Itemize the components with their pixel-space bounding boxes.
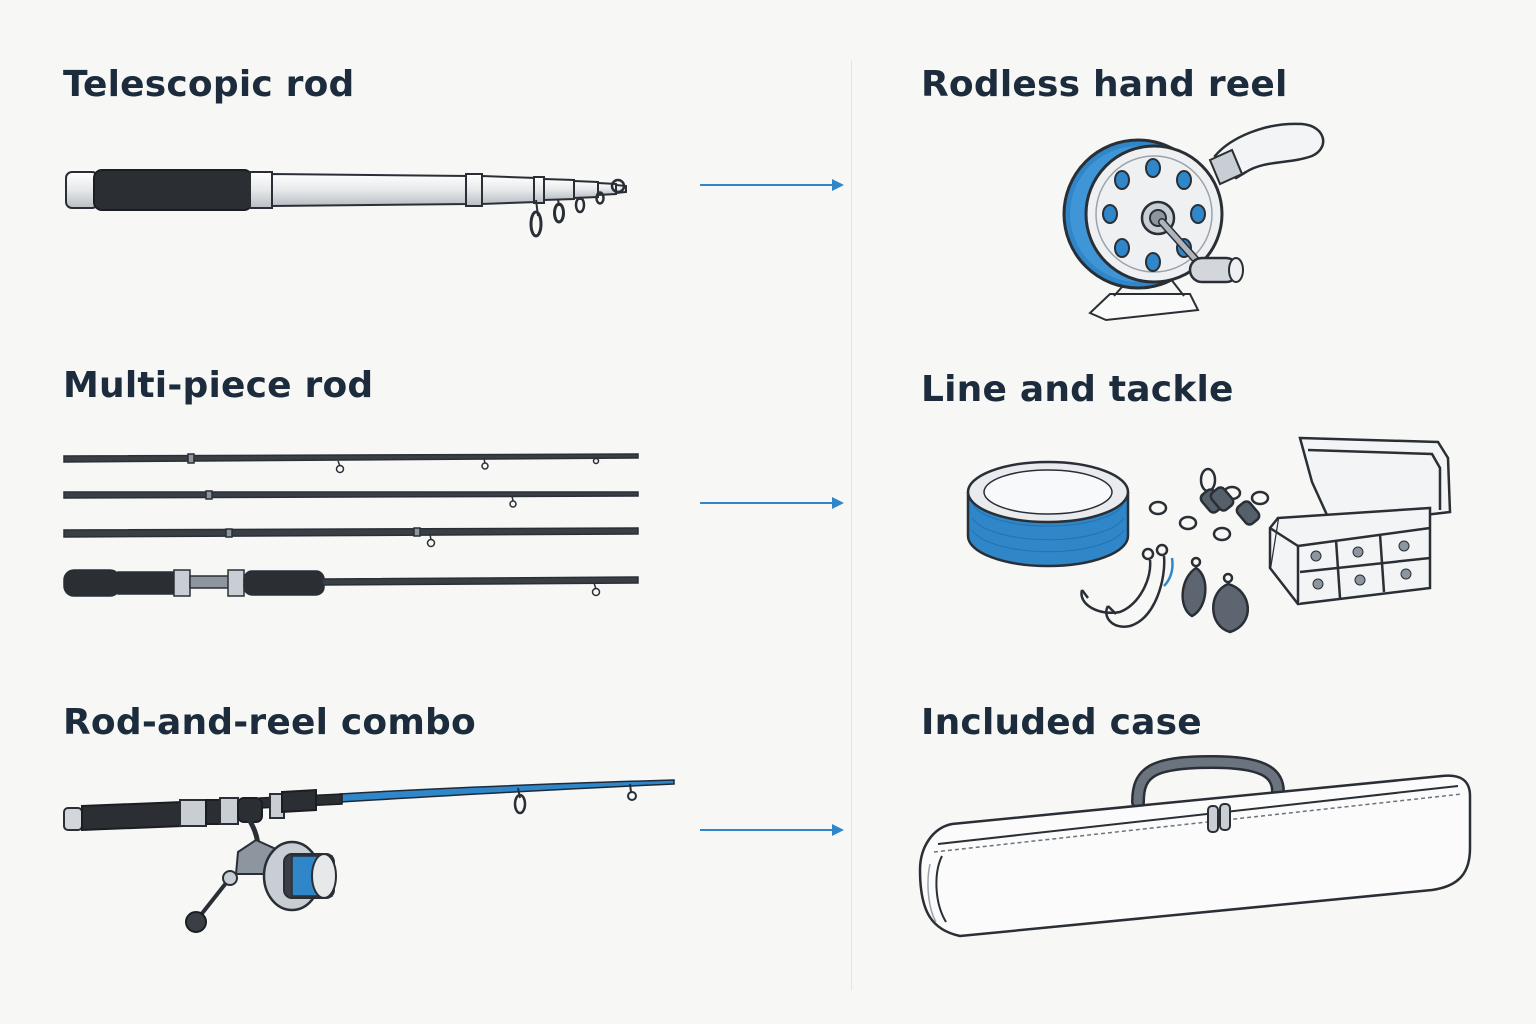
arrow-row-1: [700, 179, 844, 191]
line-and-tackle-icon: [966, 436, 1452, 634]
multi-piece-rod-icon: [63, 453, 639, 597]
telescopic-rod-icon: [65, 169, 627, 238]
label-included-case: Included case: [921, 702, 1202, 743]
label-line-and-tackle: Line and tackle: [921, 369, 1234, 410]
arrow-row-2: [700, 497, 844, 509]
center-divider: [851, 60, 852, 990]
label-telescopic-rod: Telescopic rod: [63, 64, 355, 105]
rod-case-icon: [918, 754, 1472, 938]
arrow-row-3: [700, 824, 844, 836]
label-rodless-hand-reel: Rodless hand reel: [921, 64, 1288, 105]
label-multi-piece-rod: Multi-piece rod: [63, 365, 374, 406]
hand-reel-icon: [1062, 122, 1325, 322]
label-rod-and-reel-combo: Rod-and-reel combo: [63, 702, 476, 743]
rod-and-reel-combo-icon: [63, 779, 675, 933]
